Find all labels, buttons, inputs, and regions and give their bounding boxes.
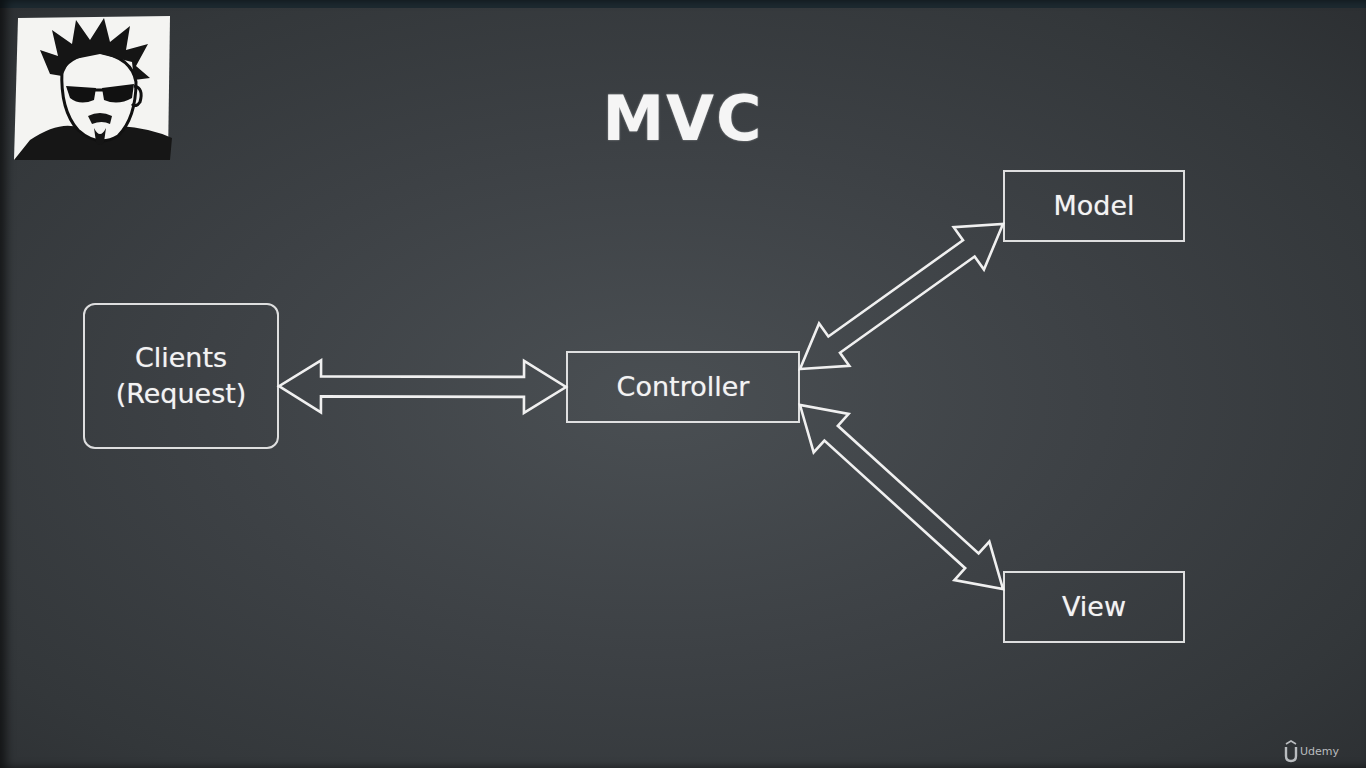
mvc-box: Clients (Request) [83, 303, 279, 449]
diagram-title: MVC [483, 82, 883, 155]
double-arrow [279, 360, 566, 413]
avatar-goatee [88, 113, 112, 145]
mvc-box: Controller [566, 351, 800, 423]
watermark: Udemy [1300, 745, 1339, 758]
box-label: View [1062, 589, 1126, 625]
mvc-box: Model [1003, 170, 1185, 242]
double-arrow [800, 405, 1003, 589]
avatar-face [62, 52, 136, 141]
box-label: Model [1053, 188, 1134, 224]
double-arrow [800, 224, 1003, 369]
box-label: Controller [617, 369, 750, 405]
box-label: Clients (Request) [99, 340, 263, 413]
avatar-ear [132, 86, 141, 106]
avatar-hair [40, 18, 150, 80]
mvc-box: View [1003, 571, 1185, 643]
avatar-sunglasses [66, 84, 134, 103]
avatar-glasses-bridge [94, 89, 104, 92]
udemy-logo-cap [1286, 741, 1296, 744]
udemy-logo [1286, 747, 1296, 761]
